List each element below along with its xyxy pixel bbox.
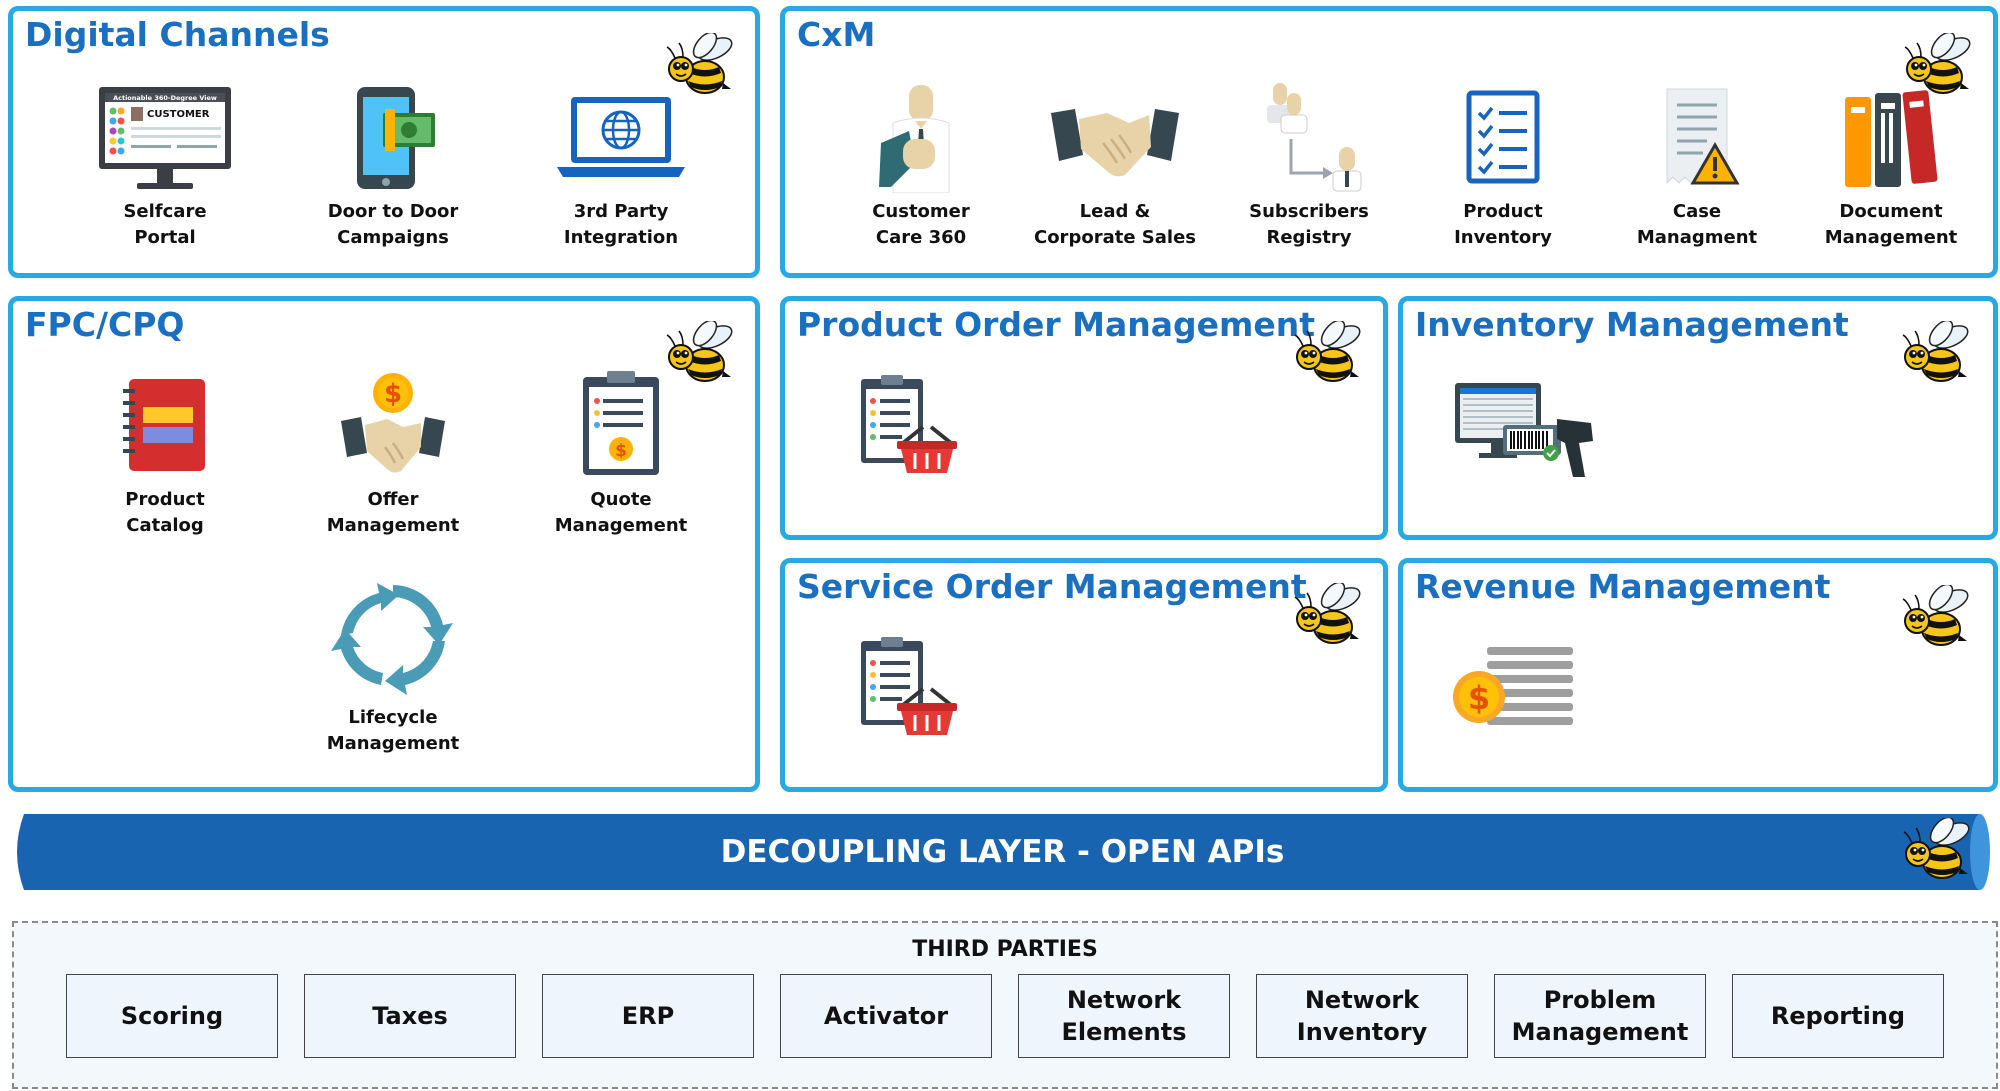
screen-title: Actionable 360-Degree View <box>113 94 217 102</box>
third-party-reporting[interactable]: Reporting <box>1732 974 1944 1058</box>
svg-text:$: $ <box>1468 679 1490 717</box>
order-basket-icon <box>855 375 965 475</box>
bee-logo-icon <box>1897 321 1977 391</box>
third-party-activator[interactable]: Activator <box>780 974 992 1058</box>
lifecycle-arrows-icon <box>331 583 453 695</box>
panel-title: Service Order Management <box>797 567 1307 606</box>
panel-title: Digital Channels <box>25 15 330 54</box>
third-party-scoring[interactable]: Scoring <box>66 974 278 1058</box>
checklist-icon <box>1466 90 1540 184</box>
panel-service-order: Service Order Management <box>780 558 1388 792</box>
item-label: Lead &Corporate Sales <box>1033 201 1196 248</box>
decoupling-layer-band: DECOUPLING LAYER - OPEN APIs <box>10 812 1995 892</box>
monitor-icon: Actionable 360-Degree View CUSTOMER <box>99 87 231 189</box>
panel-digital-channels: Digital Channels Actionable 360-Degree V… <box>8 6 760 278</box>
phone-payment-icon <box>357 87 435 189</box>
item-selfcare-portal[interactable]: Actionable 360-Degree View CUSTOMER Self… <box>75 83 255 251</box>
binders-icon <box>1845 90 1938 187</box>
order-basket-icon <box>855 637 965 737</box>
receipt-warning-icon <box>1666 88 1740 185</box>
item-lead-sales[interactable]: Lead &Corporate Sales <box>1025 83 1205 251</box>
handshake-icon <box>1051 109 1179 177</box>
third-party-erp[interactable]: ERP <box>542 974 754 1058</box>
third-parties-title: THIRD PARTIES <box>912 937 1098 962</box>
third-parties-panel: THIRD PARTIES Scoring Taxes ERP Activato… <box>12 921 1998 1089</box>
catalog-book-icon <box>123 379 205 471</box>
subscribers-icon <box>1267 83 1362 192</box>
revenue-coin-icon: $ <box>1453 647 1573 725</box>
svg-text:$: $ <box>384 379 402 409</box>
panel-title: CxM <box>797 15 876 54</box>
offer-handshake-icon: $ <box>341 373 445 473</box>
panel-product-order: Product Order Management <box>780 296 1388 540</box>
customer-care-icon <box>879 85 950 193</box>
third-party-taxes[interactable]: Taxes <box>304 974 516 1058</box>
panel-title: Product Order Management <box>797 305 1316 344</box>
barcode-scanner-icon <box>1455 383 1593 477</box>
panel-revenue-management: Revenue Management $ <box>1398 558 1998 792</box>
bee-logo-icon <box>1897 585 1977 655</box>
panel-title: Revenue Management <box>1415 567 1831 606</box>
panel-title: Inventory Management <box>1415 305 1849 344</box>
bee-logo-icon <box>1289 583 1369 653</box>
bee-logo-icon <box>1289 321 1369 391</box>
screen-label: CUSTOMER <box>147 109 210 120</box>
svg-text:$: $ <box>615 441 627 461</box>
panel-title: FPC/CPQ <box>25 305 185 344</box>
quote-clipboard-icon: $ <box>583 371 659 475</box>
laptop-globe-icon <box>557 97 685 177</box>
decoupling-label: DECOUPLING LAYER - OPEN APIs <box>720 834 1285 870</box>
band-shape <box>17 814 1990 890</box>
panel-inventory-management: Inventory Management <box>1398 296 1998 540</box>
bee-logo-icon <box>1898 818 1978 888</box>
